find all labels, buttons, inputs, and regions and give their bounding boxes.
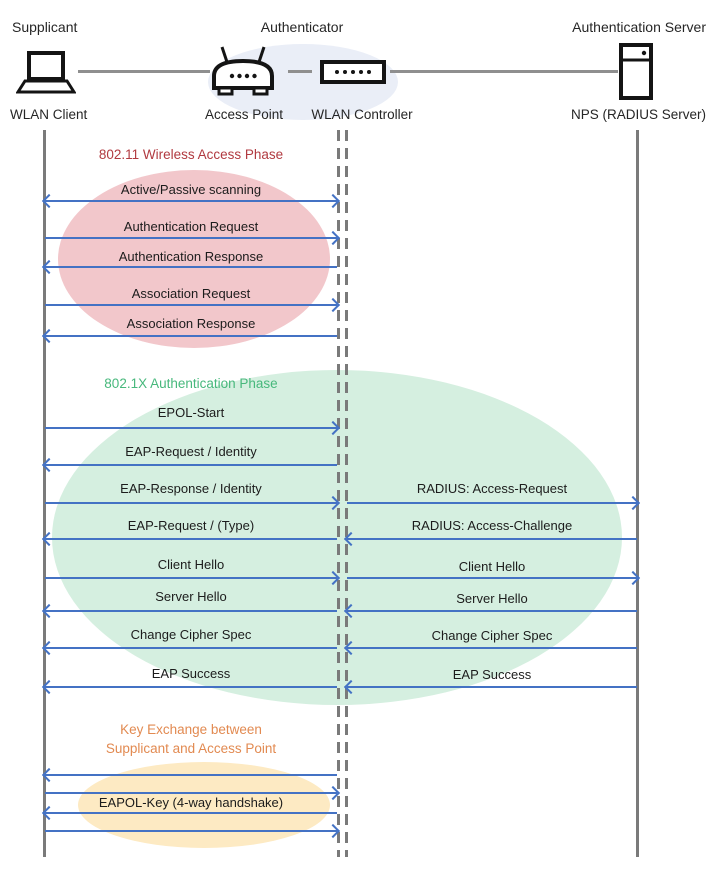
handshake-arrow-2 [45, 792, 337, 794]
handshake-arrow-1 [45, 774, 337, 776]
message-label: Authentication Response [118, 249, 264, 264]
message-arrow [45, 577, 337, 579]
wlan-controller-icon [320, 60, 386, 84]
message-label: Active/Passive scanning [120, 182, 262, 197]
message-arrow [45, 464, 337, 466]
message-label: EAP-Request / (Type) [127, 518, 255, 533]
role-authenticator: Authenticator [260, 19, 344, 35]
message-arrow [347, 686, 637, 688]
message-label: Server Hello [456, 591, 528, 606]
message-label: Association Request [131, 286, 251, 301]
message-arrow [45, 266, 337, 268]
message-arrow [45, 335, 337, 337]
message-arrow [347, 647, 637, 649]
message-label: Authentication Request [123, 219, 259, 234]
message-label: Change Cipher Spec [431, 628, 553, 643]
message-label: EAP Success [452, 667, 532, 682]
device-wlan-client: WLAN Client [10, 107, 88, 122]
server-icon [619, 43, 653, 100]
device-nps-radius-server: NPS (RADIUS Server) [570, 107, 706, 122]
device-access-point: Access Point [204, 107, 284, 122]
message-label: Server Hello [155, 589, 227, 604]
lifeline-controller-left [337, 130, 340, 857]
phase3-title-line2: Supplicant and Access Point [105, 741, 277, 756]
lifeline-server [636, 130, 639, 857]
lifeline-supplicant [43, 130, 46, 857]
handshake-arrow-4 [45, 830, 337, 832]
lifeline-controller-right [345, 130, 348, 857]
message-arrow [347, 502, 637, 504]
message-label: RADIUS: Access-Challenge [411, 518, 573, 533]
access-point-icon [212, 46, 274, 96]
message-label: EPOL-Start [157, 405, 225, 420]
link-ap-controller [288, 70, 312, 73]
message-label: EAPOL-Key (4-way handshake) [98, 795, 284, 810]
phase2-title: 802.1X Authentication Phase [104, 376, 278, 391]
message-arrow [45, 538, 337, 540]
message-arrow [45, 427, 337, 429]
handshake-arrow-3 [45, 812, 337, 814]
message-arrow [45, 647, 337, 649]
message-arrow [45, 686, 337, 688]
message-label: RADIUS: Access-Request [416, 481, 568, 496]
link-client-ap [78, 70, 210, 73]
link-controller-server [390, 70, 618, 73]
message-arrow [45, 502, 337, 504]
message-label: Client Hello [458, 559, 526, 574]
message-arrow [347, 538, 637, 540]
message-label: EAP Success [151, 666, 231, 681]
message-arrow [45, 237, 337, 239]
message-arrow [347, 610, 637, 612]
message-arrow [45, 304, 337, 306]
message-arrow [45, 200, 337, 202]
message-arrow [45, 610, 337, 612]
role-supplicant: Supplicant [12, 19, 78, 35]
message-label: EAP-Request / Identity [125, 444, 257, 459]
message-label: Change Cipher Spec [130, 627, 252, 642]
phase1-title: 802.11 Wireless Access Phase [98, 147, 284, 162]
message-label: Association Response [126, 316, 256, 331]
laptop-icon [16, 51, 76, 94]
phase3-title-line1: Key Exchange between [120, 722, 262, 737]
device-wlan-controller: WLAN Controller [311, 107, 413, 122]
message-label: Client Hello [157, 557, 225, 572]
role-authentication-server: Authentication Server [572, 19, 706, 35]
message-label: EAP-Response / Identity [120, 481, 262, 496]
message-arrow [347, 577, 637, 579]
phase3-ellipse [78, 762, 330, 848]
